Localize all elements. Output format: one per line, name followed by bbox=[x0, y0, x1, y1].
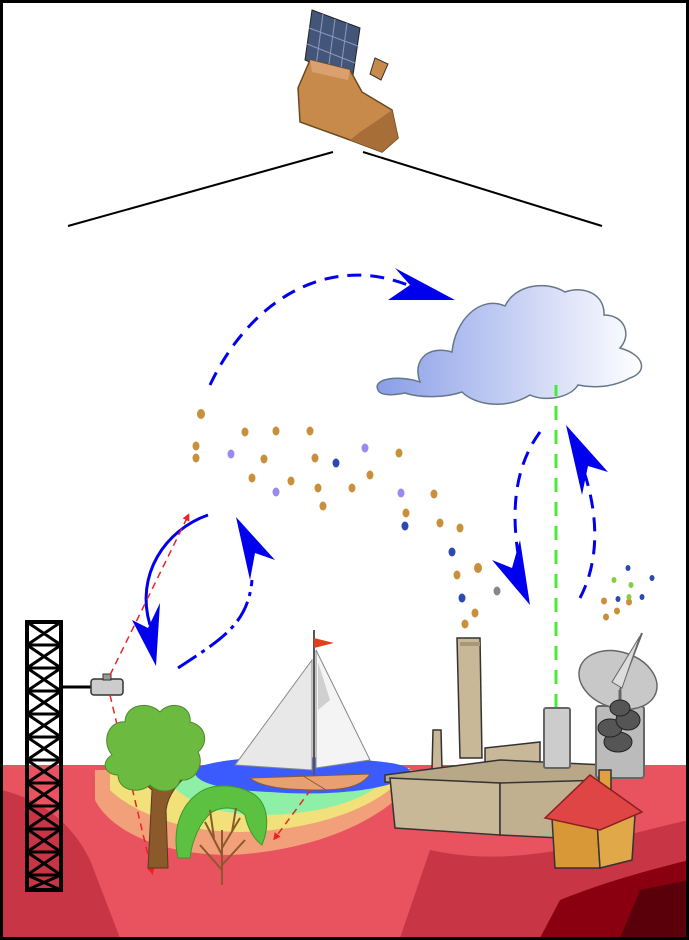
sailboat-icon bbox=[234, 630, 371, 791]
emission-arrow bbox=[177, 579, 254, 670]
arrowhead-up-right bbox=[566, 425, 608, 495]
cloud-icon bbox=[376, 284, 643, 405]
arrowhead-top bbox=[388, 268, 455, 300]
arrowhead-cloud-down bbox=[492, 540, 530, 605]
aerosol-green bbox=[611, 577, 634, 600]
sensor-box bbox=[90, 678, 124, 696]
ground-deepest bbox=[620, 880, 689, 938]
uplift-arrow-top bbox=[208, 273, 416, 386]
aerosol-brown bbox=[192, 409, 632, 629]
satellite-icon bbox=[297, 9, 399, 153]
aerosol-blue bbox=[332, 458, 655, 603]
tower-icon bbox=[25, 620, 124, 892]
aerosol-violet bbox=[227, 443, 405, 498]
exchange-arrowheads bbox=[132, 268, 608, 666]
satellite-view-line-left bbox=[67, 151, 334, 227]
shrub-icon bbox=[175, 785, 268, 885]
aerosol-grey bbox=[493, 586, 501, 596]
tree-icon bbox=[104, 704, 206, 869]
arrowhead-emission bbox=[236, 517, 275, 580]
cloud-to-ground-arrow bbox=[513, 431, 542, 576]
smoke-icon bbox=[597, 699, 641, 753]
satellite-view-line-right bbox=[362, 151, 603, 227]
aerosol-particles bbox=[192, 409, 655, 629]
arrowhead-deposition bbox=[132, 603, 160, 666]
deposition-arrow bbox=[144, 513, 209, 626]
house-icon bbox=[543, 769, 644, 869]
